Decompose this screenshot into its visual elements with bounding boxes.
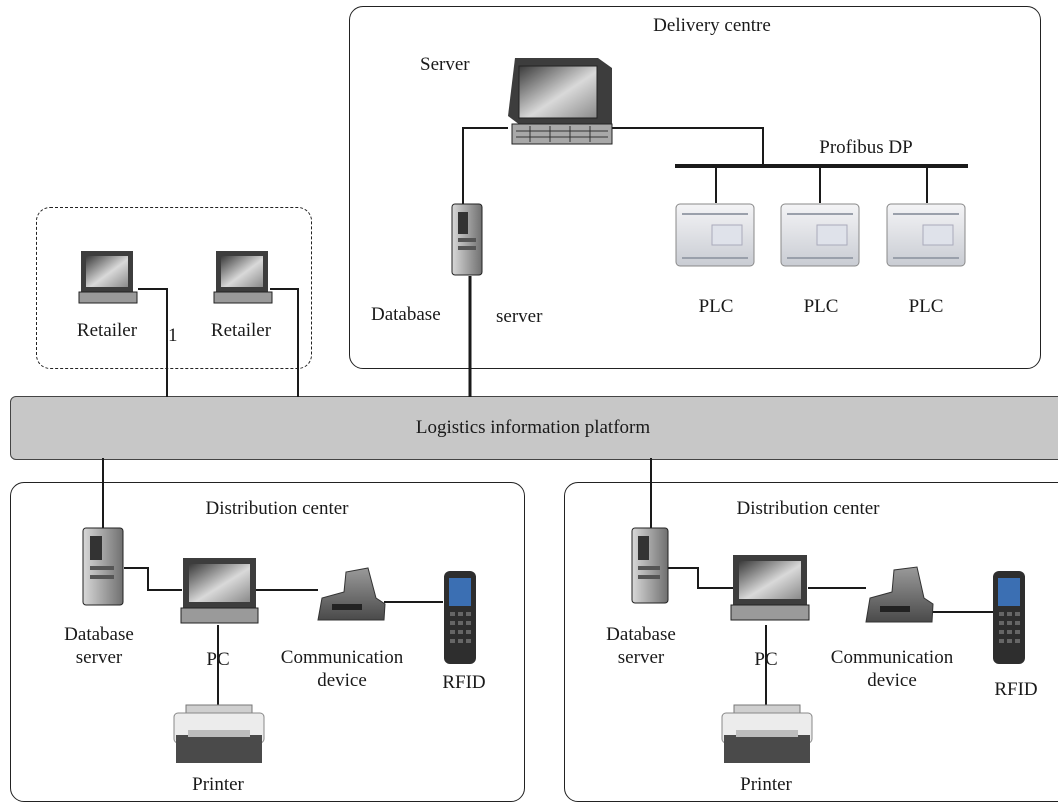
communication-device-label: Communication device — [280, 647, 404, 691]
retailer-computer-icon — [78, 251, 138, 304]
link-db-pc-1 — [124, 567, 182, 591]
pc-icon — [730, 555, 810, 621]
rfid-reader-icon — [444, 571, 476, 664]
link-retailer-1-platform — [138, 288, 168, 397]
delivery-centre-box — [349, 6, 1041, 369]
rfid-label: RFID — [994, 679, 1038, 700]
database-label: Database — [371, 304, 441, 325]
communication-device-label: Communication device — [830, 647, 954, 691]
server-label-2: server — [496, 306, 543, 327]
pc-label: PC — [206, 649, 230, 670]
database-server-icon — [82, 527, 124, 606]
delivery-centre-title: Delivery centre — [653, 15, 771, 36]
database-server-label: Database server — [606, 624, 676, 668]
distribution-center-title: Distribution center — [205, 498, 349, 519]
retailer-computer-icon — [213, 251, 273, 304]
server-icon — [508, 58, 613, 145]
link-db-pc-2 — [668, 567, 733, 589]
retailer-label: Retailer — [76, 320, 138, 341]
plc-label: PLC — [803, 296, 839, 317]
plc-icon — [886, 203, 966, 267]
printer-icon — [721, 704, 813, 763]
printer-label: Printer — [740, 774, 792, 795]
distribution-center-title: Distribution center — [736, 498, 880, 519]
link-server-bus — [612, 127, 764, 166]
rfid-label: RFID — [442, 672, 486, 693]
rfid-reader-icon — [993, 571, 1025, 664]
database-server-icon — [631, 527, 669, 604]
database-server-label: Database server — [64, 624, 134, 668]
printer-icon — [173, 704, 265, 763]
plc-icon — [780, 203, 860, 267]
printer-label: Printer — [192, 774, 244, 795]
plc-icon — [675, 203, 755, 267]
plc-label: PLC — [908, 296, 944, 317]
communication-device-icon — [865, 566, 934, 623]
database-server-icon — [451, 203, 483, 276]
server-label: Server — [420, 54, 470, 75]
retailer-label: Retailer — [210, 320, 272, 341]
pc-label: PC — [754, 649, 778, 670]
plc-label: PLC — [698, 296, 734, 317]
link-platform-db-1 — [100, 458, 104, 531]
pc-icon — [180, 558, 259, 624]
link-server-database — [462, 127, 508, 204]
retailer-link-number: 1 — [168, 325, 178, 346]
profibus-label: Profibus DP — [819, 137, 913, 158]
logistics-information-platform — [10, 396, 1058, 460]
communication-device-icon — [317, 567, 386, 621]
link-retailer-2-platform — [270, 288, 299, 397]
platform-label: Logistics information platform — [415, 417, 651, 438]
